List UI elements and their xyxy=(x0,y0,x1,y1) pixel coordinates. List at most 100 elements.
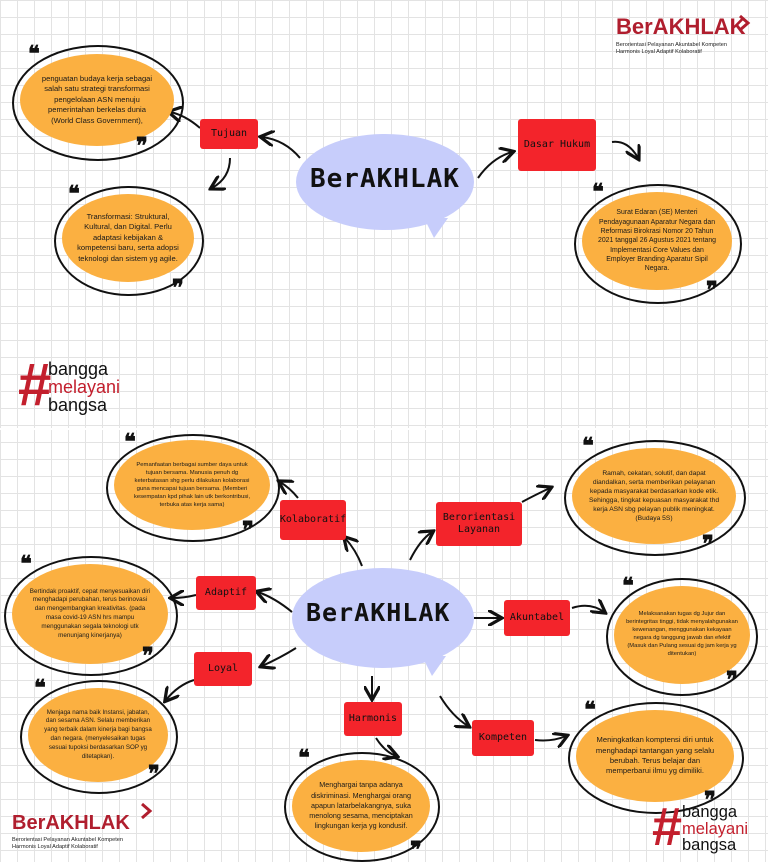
bangga-melayani-text: bangga melayani bangsa xyxy=(682,804,748,854)
arrow-to-akuntabel-note xyxy=(571,606,604,612)
quote-close-icon: ❞ xyxy=(704,787,716,813)
berakhlak-logo: BerAKHLAK Berorientasi Pelayanan Akuntab… xyxy=(616,14,751,56)
note-text: Pemanfaatan berbagai sumber daya untuk t… xyxy=(133,461,251,509)
bangga-line-3: bangsa xyxy=(48,395,108,415)
arrow-to-adaptif-note xyxy=(172,595,197,598)
bubble-tail xyxy=(424,218,448,238)
arrow-to-dasar-hukum xyxy=(477,152,512,179)
center-bubble xyxy=(292,568,474,676)
quote-open-icon: ❝ xyxy=(584,697,596,723)
tag-tujuan: Tujuan xyxy=(200,119,258,149)
berakhlak-logo-sub-2: Harmonis Loyal Adaptif Kolaboratif xyxy=(616,48,702,55)
note-ring xyxy=(12,45,184,161)
arrow-to-loyal-note xyxy=(166,679,195,700)
note-ring xyxy=(284,752,440,862)
berakhlak-logo: BerAKHLAK Berorientasi Pelayanan Akuntab… xyxy=(12,802,153,851)
arrow-to-kompeten xyxy=(439,695,468,726)
note-ring xyxy=(20,680,178,794)
berakhlak-logo-word: BerAKHLAK xyxy=(616,14,746,39)
quote-open-icon: ❝ xyxy=(20,551,32,577)
note-dasar-hukum: Surat Edaran (SE) Menteri Pendayagunaan … xyxy=(582,192,732,290)
note-ring xyxy=(568,702,744,814)
quote-close-icon: ❞ xyxy=(726,667,738,693)
note-ring xyxy=(4,556,178,676)
quote-close-icon: ❞ xyxy=(148,761,160,787)
note-text: Transformasi: Struktural, Kultural, dan … xyxy=(77,211,179,263)
quote-close-icon: ❞ xyxy=(136,133,148,159)
berakhlak-logo-sub-1: Berorientasi Pelayanan Akuntabel Kompete… xyxy=(12,837,124,843)
tag-harmonis: Harmonis xyxy=(344,702,402,736)
hashtag-icon: # xyxy=(652,797,683,857)
quote-close-icon: ❞ xyxy=(702,531,714,557)
note-ring xyxy=(574,184,742,304)
tag-kompeten: Kompeten xyxy=(472,720,534,756)
top-connectors xyxy=(0,0,768,428)
quote-open-icon: ❝ xyxy=(582,433,594,459)
berakhlak-logo-word: BerAKHLAK xyxy=(12,812,130,834)
quote-close-icon: ❞ xyxy=(242,517,254,543)
quote-open-icon: ❝ xyxy=(34,675,46,701)
logo-chevron-icon xyxy=(141,802,153,820)
tag-akuntabel: Akuntabel xyxy=(504,600,570,636)
arrow-to-harmonis-note xyxy=(375,737,396,756)
bangga-line-1: bangga xyxy=(682,803,738,821)
quote-open-icon: ❝ xyxy=(298,745,310,771)
note-kolaboratif: Pemanfaatan berbagai sumber daya untuk t… xyxy=(114,440,270,530)
note-text: Meningkatkan komptensi diri untuk mengha… xyxy=(595,735,715,776)
quote-open-icon: ❝ xyxy=(68,181,80,207)
quote-close-icon: ❞ xyxy=(410,837,422,862)
quote-open-icon: ❝ xyxy=(622,573,634,599)
note-adaptif: Bertindak proaktif, cepat menyesuaikan d… xyxy=(12,564,168,664)
top-panel: BerAKHLAK Tujuan Dasar Hukum penguatan b… xyxy=(0,0,768,428)
note-ring xyxy=(606,578,758,696)
tag-kolaboratif: Kolaboratif xyxy=(280,500,346,540)
bottom-panel: BerAKHLAK Kolaboratif Berorientasi Layan… xyxy=(0,430,768,862)
arrow-to-dasar-hukum-note xyxy=(611,140,638,158)
arrow-to-berorientasi-note xyxy=(521,488,550,503)
note-text: Bertindak proaktif, cepat menyesuaikan d… xyxy=(29,587,151,639)
quote-close-icon: ❞ xyxy=(142,643,154,669)
panel-separator xyxy=(0,428,768,430)
note-tujuan-2: Transformasi: Struktural, Kultural, dan … xyxy=(62,194,194,282)
note-text: penguatan budaya kerja sebagai salah sat… xyxy=(41,73,153,125)
note-loyal: Menjaga nama baik Instansi, jabatan, dan… xyxy=(28,688,168,782)
arrow-to-tujuan-note-2 xyxy=(212,157,231,188)
logo-chevron-icon xyxy=(739,14,751,32)
note-kompeten: Meningkatkan komptensi diri untuk mengha… xyxy=(576,710,734,802)
center-title: BerAKHLAK xyxy=(310,164,460,194)
quote-close-icon: ❞ xyxy=(172,275,184,301)
hashtag-icon: # xyxy=(18,351,52,418)
tag-loyal: Loyal xyxy=(194,652,252,686)
quote-open-icon: ❝ xyxy=(124,430,136,455)
quote-close-icon: ❞ xyxy=(706,277,718,303)
note-ring xyxy=(564,440,746,556)
quote-open-icon: ❝ xyxy=(592,179,604,205)
note-akuntabel: Melaksanakan tugas dg Jujur dan berinteg… xyxy=(614,586,750,684)
note-ring xyxy=(106,434,280,542)
bottom-connectors xyxy=(0,430,768,862)
bangga-melayani-logo: # bangga melayani bangsa xyxy=(652,797,764,860)
tag-berorientasi-layanan: Berorientasi Layanan xyxy=(436,502,522,546)
bubble-tail xyxy=(422,656,446,676)
arrow-to-loyal xyxy=(262,647,297,666)
bangga-line-2: melayani xyxy=(682,819,749,838)
note-tujuan-1: penguatan budaya kerja sebagai salah sat… xyxy=(20,54,174,146)
note-text: Menjaga nama baik Instansi, jabatan, dan… xyxy=(44,708,152,760)
quote-open-icon: ❝ xyxy=(28,41,40,67)
bangga-line-3: bangsa xyxy=(682,836,737,854)
note-berorientasi-layanan: Ramah, cekatan, solutif, dan dapat diand… xyxy=(572,448,736,544)
arrow-to-kolaboratif xyxy=(345,538,363,567)
note-ring xyxy=(54,186,204,296)
arrow-to-berorientasi xyxy=(409,532,432,561)
tag-dasar-hukum: Dasar Hukum xyxy=(518,119,596,171)
arrow-to-tujuan xyxy=(262,137,301,159)
bangga-line-2: melayani xyxy=(48,377,121,397)
center-bubble xyxy=(296,134,474,238)
berakhlak-logo-sub-1: Berorientasi Pelayanan Akuntabel Kompete… xyxy=(616,42,728,48)
bangga-melayani-text: bangga melayani bangsa xyxy=(48,360,120,414)
note-text: Surat Edaran (SE) Menteri Pendayagunaan … xyxy=(597,209,716,273)
bangga-line-1: bangga xyxy=(48,359,109,379)
note-text: Menghargai tanpa adanya diskriminasi. Me… xyxy=(309,780,413,831)
arrow-to-adaptif xyxy=(258,592,293,613)
tag-adaptif: Adaptif xyxy=(196,576,256,610)
